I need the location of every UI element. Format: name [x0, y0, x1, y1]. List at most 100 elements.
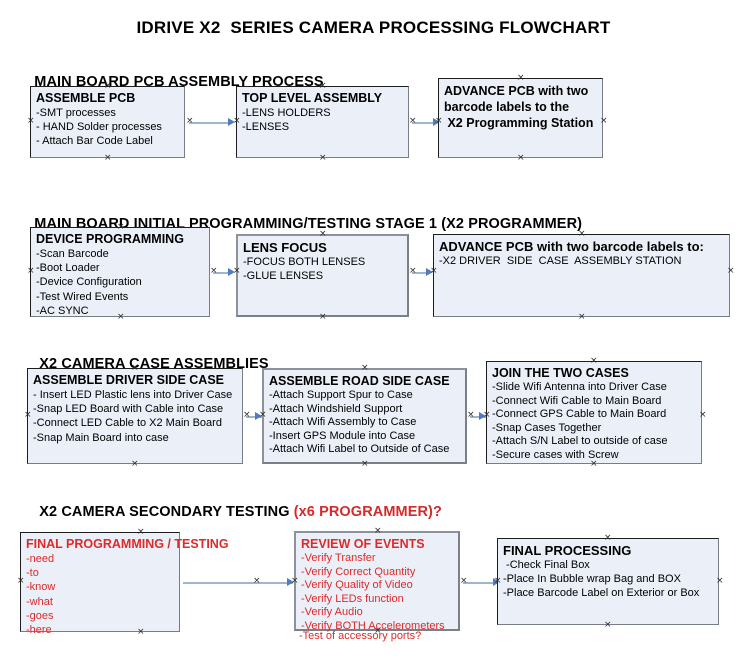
flow-box-join-the-two-cases[interactable]: JOIN THE TWO CASES -Slide Wifi Antenna i… [486, 361, 702, 464]
list-item: -what [26, 595, 53, 608]
connection-handle-top[interactable] [131, 365, 138, 372]
connector-line [470, 416, 486, 418]
connection-handle-bottom[interactable] [319, 155, 326, 162]
connection-handle-top[interactable] [374, 528, 381, 535]
connector-line [213, 272, 232, 274]
list-item: -goes [26, 609, 54, 622]
flow-box-review-of-events[interactable]: REVIEW OF EVENTS -Verify Transfer -Verif… [294, 531, 460, 634]
connection-handle-bottom[interactable] [374, 628, 381, 635]
connection-handle-top[interactable] [117, 224, 124, 231]
box-item-list: -Check Final Box -Place In Bubble wrap B… [503, 558, 713, 601]
connection-handle-left[interactable] [24, 412, 31, 419]
flow-box-assemble-road-side-case[interactable]: ASSEMBLE ROAD SIDE CASE -Attach Support … [262, 368, 467, 464]
connector-line [183, 582, 293, 584]
connection-handle-right[interactable] [699, 412, 706, 419]
list-item: -Verify Correct Quantity [301, 565, 416, 578]
connection-handle-left[interactable] [233, 268, 240, 275]
connection-handle-left[interactable] [27, 118, 34, 125]
connection-handle-bottom[interactable] [131, 461, 138, 468]
connection-handle-left[interactable] [27, 268, 34, 275]
connection-handle-bottom[interactable] [104, 155, 111, 162]
box-item-list: -Attach Support Spur to Case -Attach Win… [269, 389, 460, 457]
connection-handle-top[interactable] [517, 75, 524, 82]
connector-arrowhead [228, 268, 235, 276]
list-item: - HAND Solder processes [36, 121, 162, 134]
connection-handle-left[interactable] [259, 412, 266, 419]
flow-box-final-programming-testing[interactable]: FINAL PROGRAMMING / TESTING -need -to -k… [20, 532, 229, 636]
connection-handle-right[interactable] [186, 118, 193, 125]
connection-handle-bottom[interactable] [137, 629, 144, 636]
connection-handle-bottom[interactable] [578, 314, 585, 321]
list-item: -Verify LEDs function [301, 592, 404, 605]
connection-handle-right[interactable] [467, 412, 474, 419]
connection-handle-top[interactable] [590, 358, 597, 365]
list-item: -Attach Windshield Support [269, 402, 403, 415]
connection-handle-bottom[interactable] [604, 622, 611, 629]
flow-box-device-programming[interactable]: DEVICE PROGRAMMING -Scan Barcode -Boot L… [30, 227, 210, 317]
connection-handle-bottom[interactable] [361, 461, 368, 468]
flow-box-lens-focus[interactable]: LENS FOCUS -FOCUS BOTH LENSES -GLUE LENS… [236, 234, 409, 317]
box-header: FINAL PROCESSING [503, 543, 632, 558]
flow-box-top-level-assembly[interactable]: TOP LEVEL ASSEMBLY -LENS HOLDERS -LENSES [236, 86, 409, 158]
connection-handle-left[interactable] [435, 118, 442, 125]
box-item-list: -Scan Barcode -Boot Loader -Device Confi… [36, 247, 204, 318]
list-item: -Snap LED Board with Cable into Case [33, 403, 224, 416]
list-item: -Test Wired Events [36, 290, 129, 303]
list-item: -Connect LED Cable to X2 Main Board [33, 417, 222, 430]
connection-handle-bottom[interactable] [590, 461, 597, 468]
flow-box-advance-pcb-driver-side-case[interactable]: ADVANCE PCB with two barcode labels to: … [433, 234, 730, 317]
connection-handle-right[interactable] [409, 118, 416, 125]
list-item: -SMT processes [36, 107, 116, 119]
connection-handle-bottom[interactable] [517, 155, 524, 162]
list-item: -Attach S/N Label to outside of case [492, 435, 668, 448]
list-item: -Verify BOTH Accelerometers [301, 619, 445, 632]
connection-handle-left[interactable] [494, 578, 501, 585]
box-item-list: -LENS HOLDERS -LENSES [242, 106, 403, 134]
connection-handle-top[interactable] [137, 529, 144, 536]
page-title: IDRIVE X2 SERIES CAMERA PROCESSING FLOWC… [136, 18, 611, 37]
connection-handle-left[interactable] [291, 578, 298, 585]
list-item: -Attach Support Spur to Case [269, 389, 413, 401]
flow-box-assemble-pcb[interactable]: ASSEMBLE PCB -SMT processes - HAND Solde… [30, 86, 185, 158]
list-item: -Verify Transfer [301, 552, 376, 564]
box-item-list: -need -to -know -what -goes -here [26, 552, 174, 637]
connection-handle-top[interactable] [604, 535, 611, 542]
connection-handle-left[interactable] [483, 412, 490, 419]
connection-handle-left[interactable] [430, 268, 437, 275]
connection-handle-top[interactable] [319, 83, 326, 90]
list-item: -here [26, 624, 52, 637]
connection-handle-right[interactable] [409, 268, 416, 275]
connection-handle-left[interactable] [17, 578, 24, 585]
connection-handle-top[interactable] [319, 231, 326, 238]
box-header: ASSEMBLE DRIVER SIDE CASE [33, 373, 225, 387]
connection-handle-bottom[interactable] [319, 314, 326, 321]
connection-handle-right[interactable] [600, 118, 607, 125]
flow-box-advance-pcb-programming-station[interactable]: ADVANCE PCB with two barcode labels to t… [438, 78, 603, 158]
list-item: -Verify Audio [301, 606, 363, 619]
connection-handle-right[interactable] [460, 578, 467, 585]
connection-handle-right[interactable] [727, 268, 734, 275]
connection-handle-right[interactable] [716, 578, 723, 585]
connection-handle-top[interactable] [104, 83, 111, 90]
section-heading-accent: (x6 PROGRAMMER)? [293, 504, 442, 520]
box-header: JOIN THE TWO CASES [492, 366, 629, 380]
connection-handle-top[interactable] [578, 231, 585, 238]
box-header: ASSEMBLE PCB [36, 91, 136, 105]
list-item: -Place Barcode Label on Exterior or Box [503, 587, 700, 600]
section-heading-text: X2 CAMERA SECONDARY TESTING [39, 504, 294, 520]
list-item: -Attach Wifi Assembly to Case [269, 416, 417, 429]
box-item-list: -Verify Transfer -Verify Correct Quantit… [301, 552, 453, 634]
connection-handle-top[interactable] [361, 365, 368, 372]
flow-box-final-processing[interactable]: FINAL PROCESSING -Check Final Box -Place… [497, 538, 719, 625]
list-item: -Place In Bubble wrap Bag and BOX [503, 573, 681, 586]
flow-box-assemble-driver-side-case[interactable]: ASSEMBLE DRIVER SIDE CASE - Insert LED P… [27, 368, 243, 464]
box-header: ADVANCE PCB with two [444, 84, 589, 98]
connection-handle-right[interactable] [210, 268, 217, 275]
box-item-list: -SMT processes - HAND Solder processes -… [36, 106, 179, 149]
list-item: - Insert LED Plastic lens into Driver Ca… [33, 389, 233, 401]
connection-handle-left[interactable] [233, 118, 240, 125]
connection-handle-right[interactable] [253, 578, 260, 585]
connection-handle-bottom[interactable] [117, 314, 124, 321]
list-item: -know [26, 581, 56, 594]
connection-handle-right[interactable] [243, 412, 250, 419]
